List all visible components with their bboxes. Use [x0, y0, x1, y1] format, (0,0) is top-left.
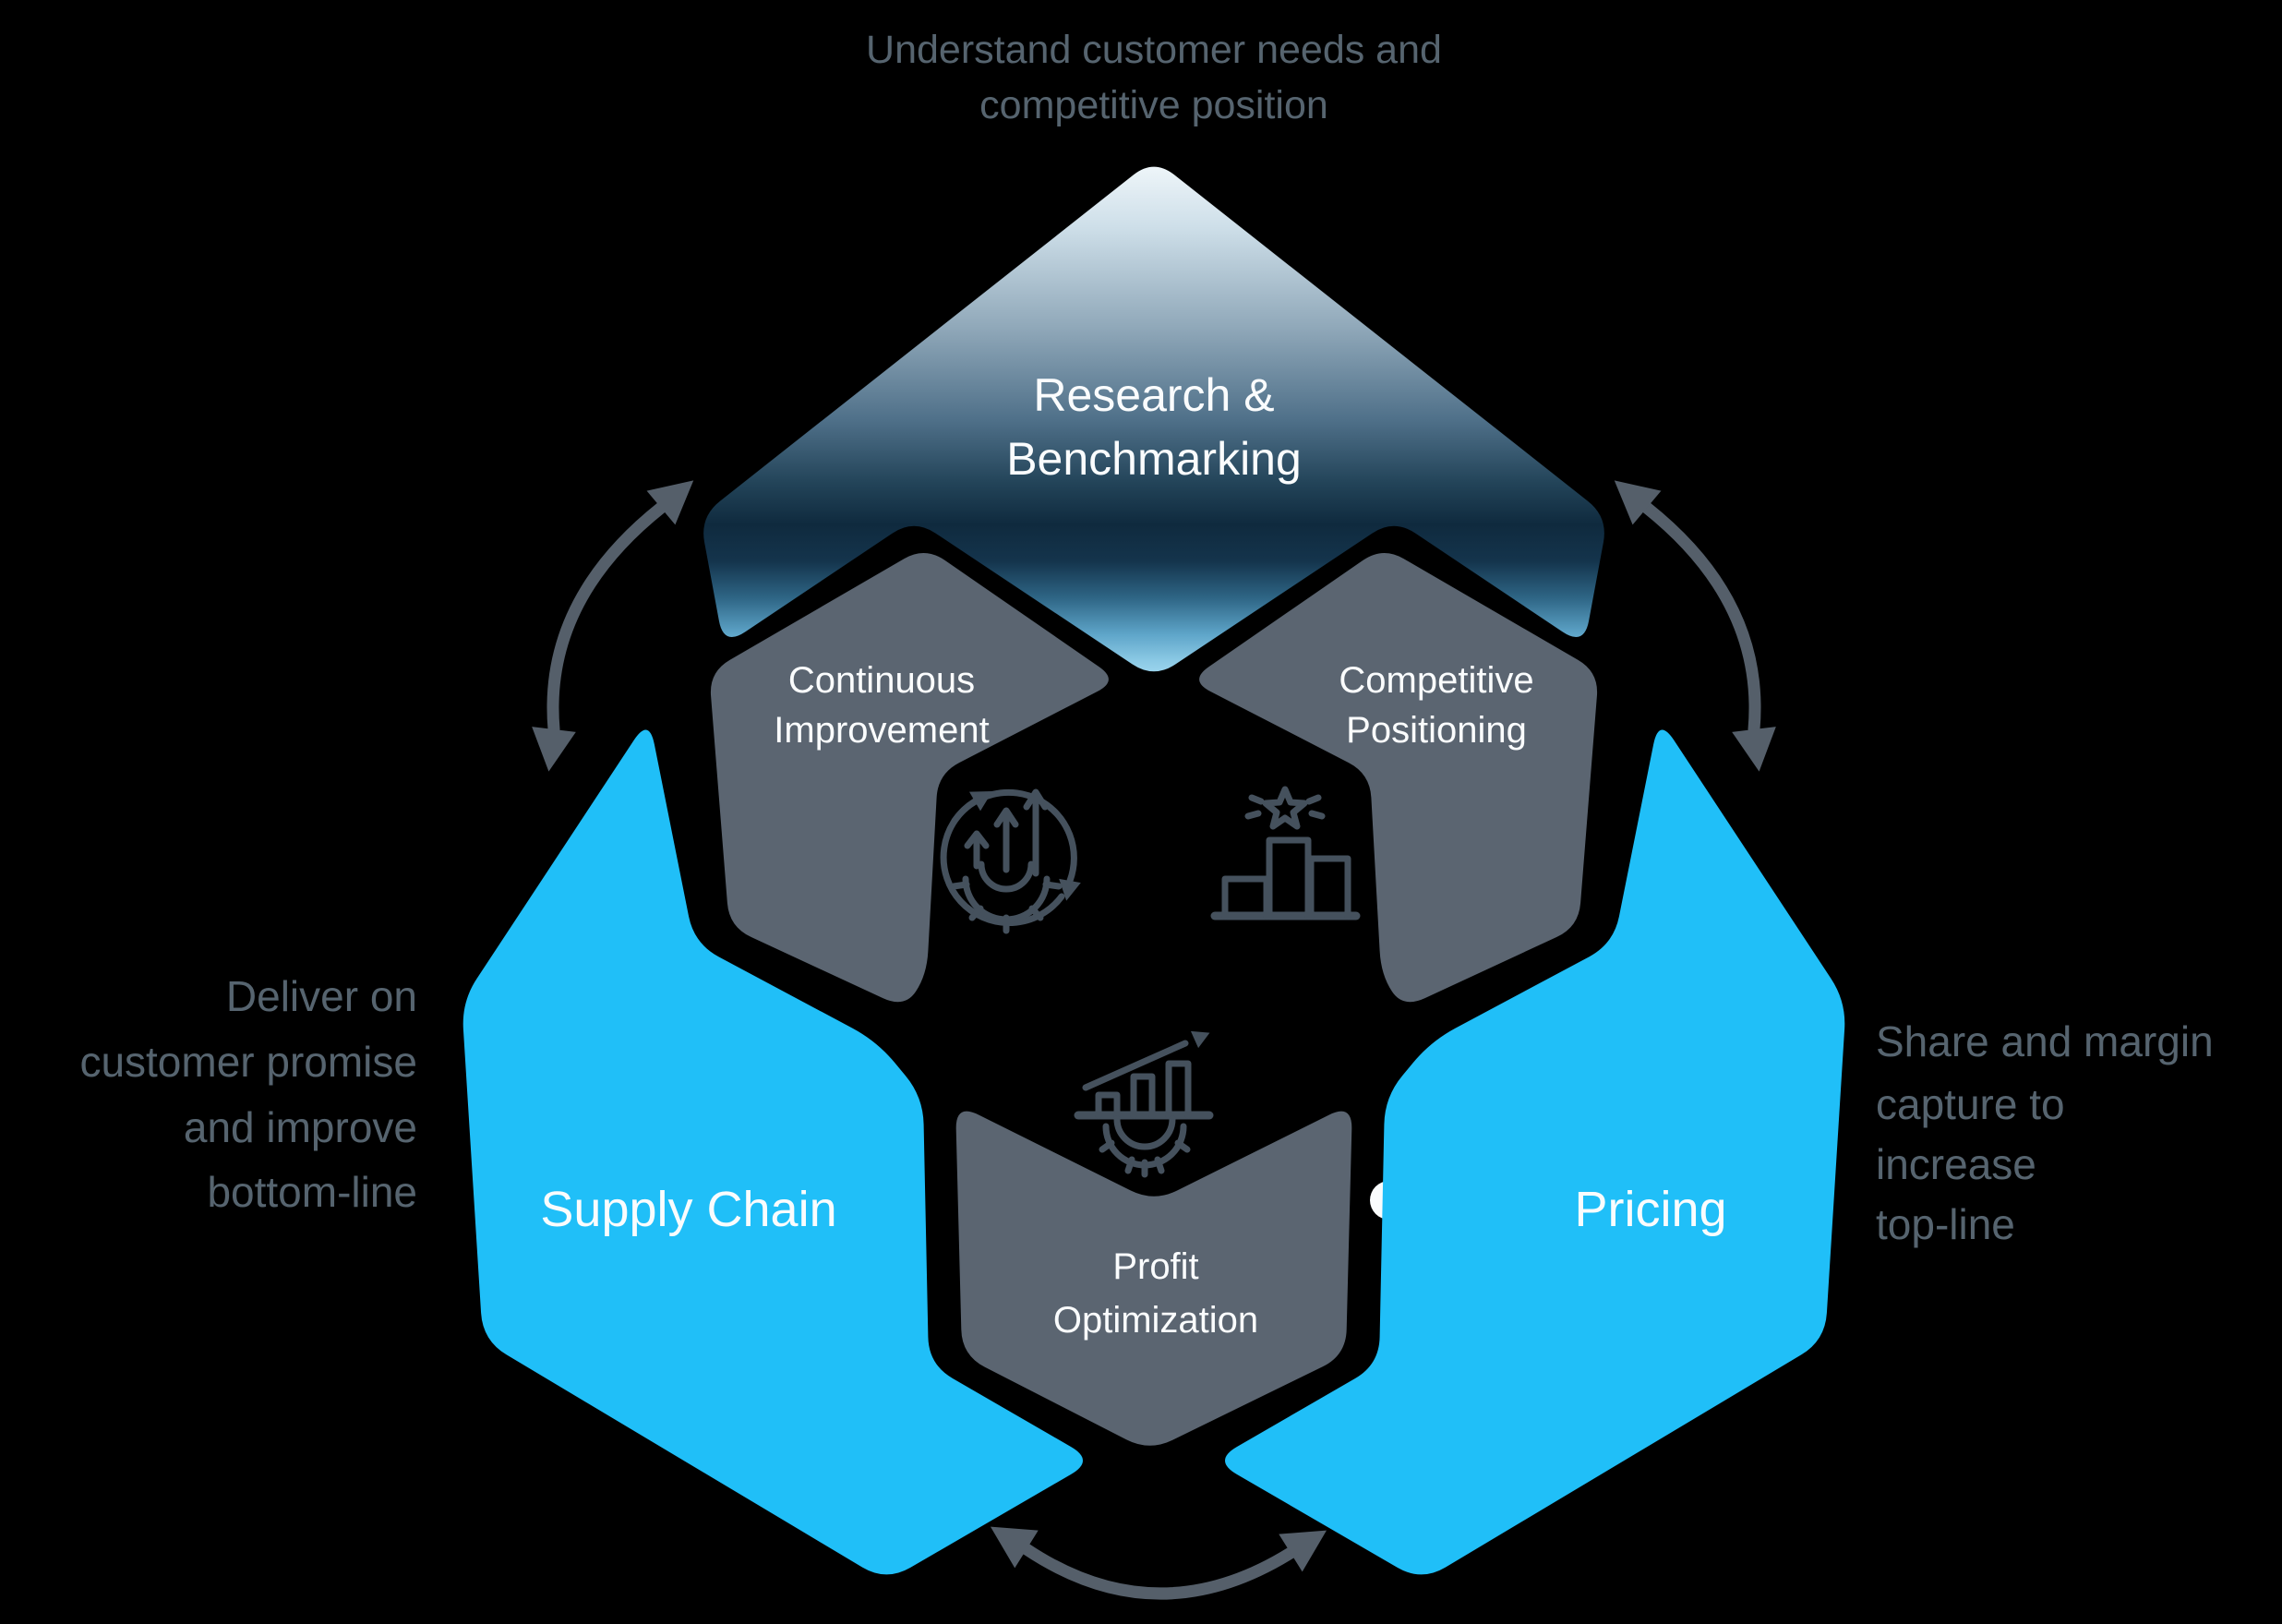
arrowhead-down-icon: [1732, 727, 1776, 772]
pricing-hexagon: [1225, 729, 1845, 1575]
growth-chart-gear-icon: [1074, 1030, 1214, 1178]
cycle-arrow-left: [532, 480, 694, 772]
arrowhead-up-icon: [646, 480, 694, 525]
caption-right-line4: top-line: [1876, 1200, 2015, 1248]
caption-left-line2: customer promise: [79, 1038, 417, 1086]
research-title-line2: Benchmarking: [1006, 433, 1302, 485]
competitive-positioning-hexagon: [1199, 552, 1598, 1003]
continuous-improvement-label-line2: Improvement: [774, 710, 989, 751]
arrowhead-up-icon: [1614, 480, 1662, 525]
competitive-positioning-label-line2: Positioning: [1346, 710, 1527, 751]
arrowhead-right-icon: [1279, 1530, 1327, 1572]
caption-left-line1: Deliver on: [226, 972, 417, 1020]
podium-winner-star-icon: [1210, 786, 1361, 920]
improvement-cycle-gear-icon: [940, 788, 1081, 934]
research-benchmarking-hexagon: [703, 166, 1604, 672]
caption-left-line4: bottom-line: [207, 1168, 417, 1216]
caption-left-line3: and improve: [184, 1103, 417, 1151]
competitive-positioning-label-line1: Competitive: [1339, 660, 1533, 701]
profit-optimization-hexagon: [955, 1111, 1352, 1446]
cycle-arrow-right: [1614, 480, 1776, 772]
caption-right-line3: increase: [1876, 1140, 2036, 1188]
cycle-arrow-bottom: [990, 1526, 1327, 1600]
research-title-line1: Research &: [1033, 369, 1274, 421]
arrowhead-left-icon: [990, 1526, 1039, 1569]
caption-top-line1: Understand customer needs and: [866, 28, 1442, 72]
star-glyph: [1262, 786, 1308, 830]
profit-optimization-label-line1: Profit: [1112, 1246, 1198, 1287]
caption-top-line2: competitive position: [979, 83, 1328, 127]
continuous-improvement-hexagon: [710, 552, 1109, 1003]
continuous-improvement-label-line1: Continuous: [788, 660, 975, 701]
caption-right-line2: capture to: [1876, 1080, 2065, 1128]
profit-optimization-label-line2: Optimization: [1053, 1300, 1258, 1341]
supply-chain-hexagon: [462, 729, 1083, 1575]
arrowhead-down-icon: [532, 727, 576, 772]
caption-right-line1: Share and margin: [1876, 1017, 2214, 1065]
supply-chain-label: Supply Chain: [540, 1182, 836, 1237]
pricing-label: Pricing: [1574, 1182, 1726, 1237]
